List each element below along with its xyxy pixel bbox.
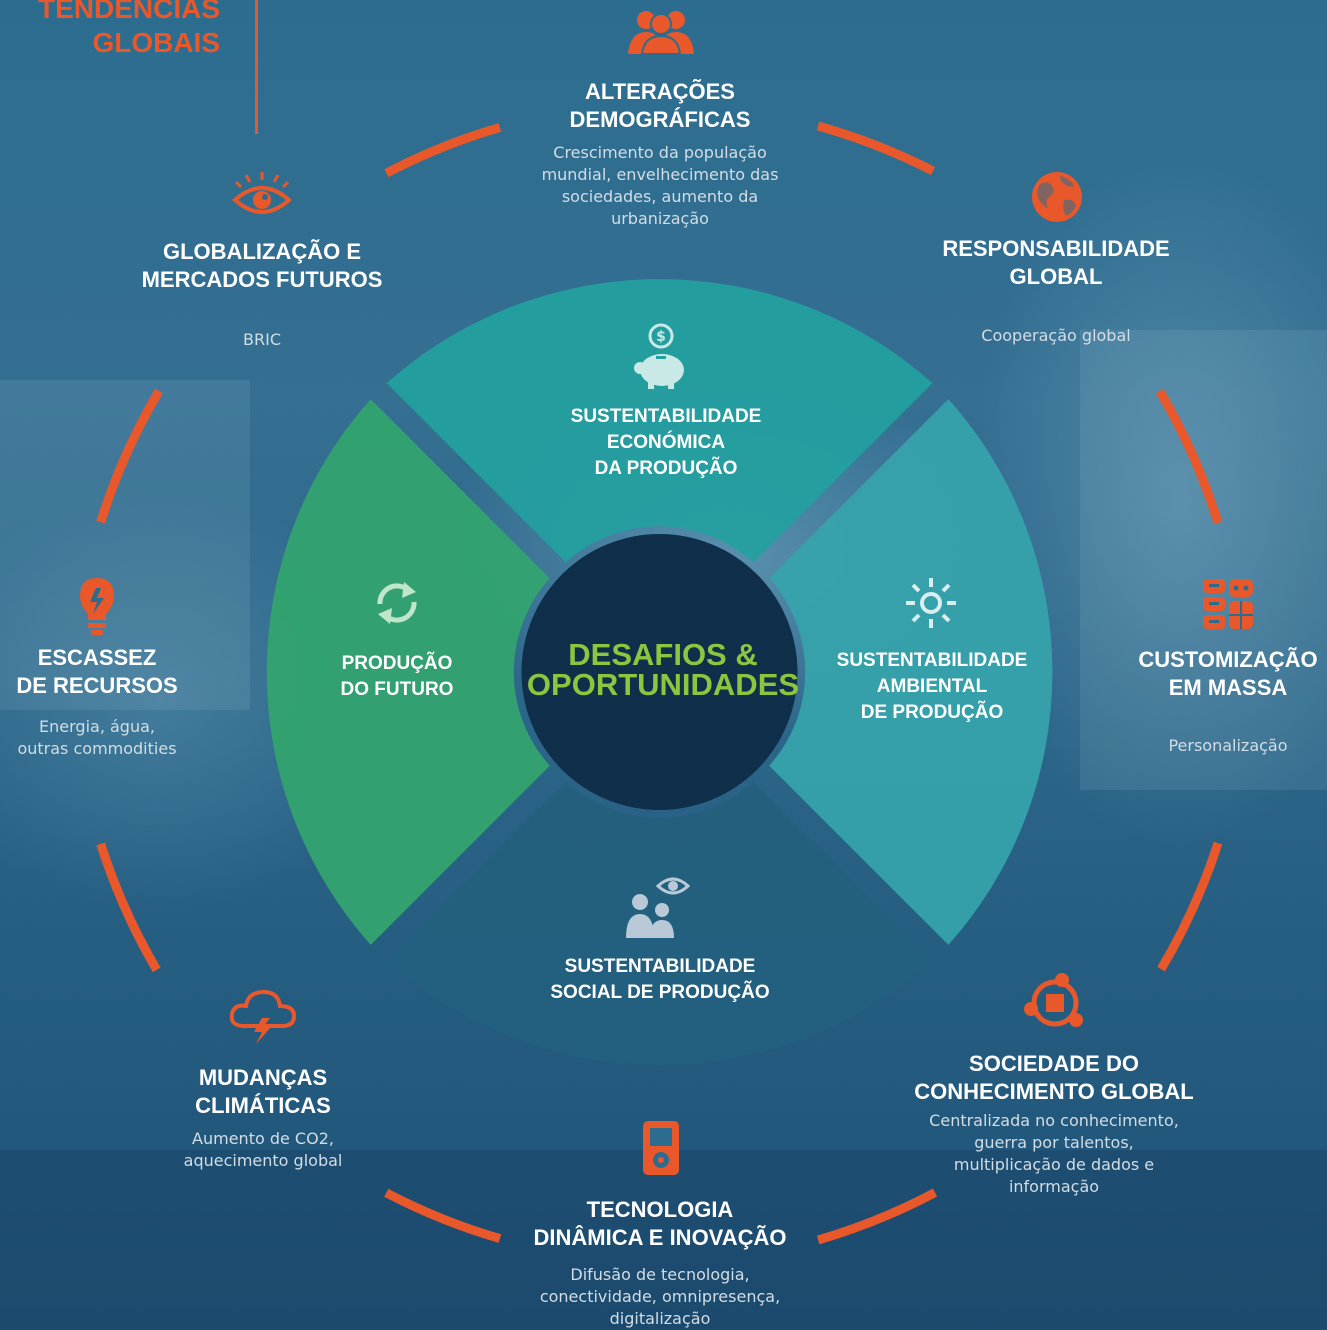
segment-social-label: SUSTENTABILIDADE SOCIAL DE PRODUÇÃO <box>550 956 770 1003</box>
trend-globalizacao: GLOBALIZAÇÃO E MERCADOS FUTUROS BRIC <box>132 238 392 351</box>
blocks-icon <box>1203 579 1253 629</box>
trend-escassez: ESCASSEZ DE RECURSOS Energia, água, outr… <box>0 644 194 760</box>
background-panel-right <box>1080 330 1327 790</box>
trend-globalizacao-title: GLOBALIZAÇÃO E MERCADOS FUTUROS <box>141 239 383 292</box>
trend-tecnologia-title: TECNOLOGIA DINÂMICA E INOVAÇÃO <box>533 1197 787 1250</box>
trend-conhecimento: SOCIEDADE DO CONHECIMENTO GLOBAL Central… <box>904 1050 1204 1198</box>
segment-economica <box>386 279 933 563</box>
ring-arc-right-upper <box>1155 388 1223 525</box>
sun-icon <box>906 578 956 628</box>
lightbulb-icon <box>80 578 114 635</box>
trend-climaticas-title: MUDANÇAS CLIMÁTICAS <box>195 1065 331 1118</box>
trend-escassez-title: ESCASSEZ DE RECURSOS <box>16 645 178 698</box>
trend-responsabilidade: RESPONSABILIDADE GLOBAL Cooperação globa… <box>916 235 1196 347</box>
ring-arc-bottom-left <box>384 1188 502 1243</box>
piggy-bank-icon: $ <box>634 323 684 389</box>
trend-climaticas-desc: Aumento de CO2, aquecimento global <box>183 1129 343 1170</box>
people-eye-icon <box>626 877 691 938</box>
trend-customizacao-desc: Personalização <box>1168 736 1288 755</box>
media-player-icon <box>643 1121 679 1175</box>
svg-text:$: $ <box>656 329 666 345</box>
segment-ambiental-label: SUSTENTABILIDADE AMBIENTAL DE PRODUÇÃO <box>836 650 1028 723</box>
page-title: TENDÊNCIAS GLOBAIS <box>37 0 220 58</box>
ring-arc-right-lower <box>1157 841 1223 972</box>
center-hub <box>521 534 798 810</box>
globe-icon <box>1032 172 1082 222</box>
segment-ambiental <box>769 399 1053 945</box>
title-divider <box>255 0 258 134</box>
ring-arc-left-lower <box>96 842 161 973</box>
center-title: DESAFIOS & OPORTUNIDADES <box>526 637 800 702</box>
trend-responsabilidade-title: RESPONSABILIDADE GLOBAL <box>942 236 1170 289</box>
segment-futuro <box>266 399 550 945</box>
ring-arc-top-right <box>816 121 936 176</box>
trend-climaticas: MUDANÇAS CLIMÁTICAS Aumento de CO2, aque… <box>143 1064 383 1172</box>
eye-icon <box>232 172 292 214</box>
people-group-icon <box>628 11 694 55</box>
background-panel-left <box>0 380 250 710</box>
trend-responsabilidade-desc: Cooperação global <box>981 326 1131 345</box>
trend-tecnologia-desc: Difusão de tecnologia, conectividade, om… <box>539 1265 781 1328</box>
segment-futuro-label: PRODUÇÃO DO FUTURO <box>340 653 454 700</box>
trend-escassez-desc: Energia, água, outras commodities <box>17 717 177 758</box>
trend-demograficas-desc: Crescimento da população mundial, envelh… <box>541 143 779 228</box>
trend-customizacao-title: CUSTOMIZAÇÃO EM MASSA <box>1138 647 1318 700</box>
segment-economica-label: SUSTENTABILIDADE ECONÓMICA DA PRODUÇÃO <box>570 406 762 479</box>
ring-arc-top-left <box>384 123 502 178</box>
trend-demograficas-title: ALTERAÇÕES DEMOGRÁFICAS <box>569 79 751 132</box>
trend-tecnologia: TECNOLOGIA DINÂMICA E INOVAÇÃO Difusão d… <box>500 1196 820 1330</box>
background-floor <box>0 1150 1327 1330</box>
trend-globalizacao-desc: BRIC <box>243 330 281 349</box>
network-icon <box>1024 973 1083 1027</box>
ring-arc-left-upper <box>96 388 163 524</box>
storm-cloud-icon <box>229 989 297 1044</box>
trend-demograficas: ALTERAÇÕES DEMOGRÁFICAS Crescimento da p… <box>500 78 820 230</box>
recycle-arrows-icon <box>377 582 417 624</box>
ring-arc-bottom-right <box>816 1188 938 1245</box>
trend-conhecimento-title: SOCIEDADE DO CONHECIMENTO GLOBAL <box>914 1051 1194 1104</box>
trend-customizacao: CUSTOMIZAÇÃO EM MASSA Personalização <box>1118 646 1327 757</box>
trend-conhecimento-desc: Centralizada no conhecimento, guerra por… <box>929 1111 1179 1196</box>
